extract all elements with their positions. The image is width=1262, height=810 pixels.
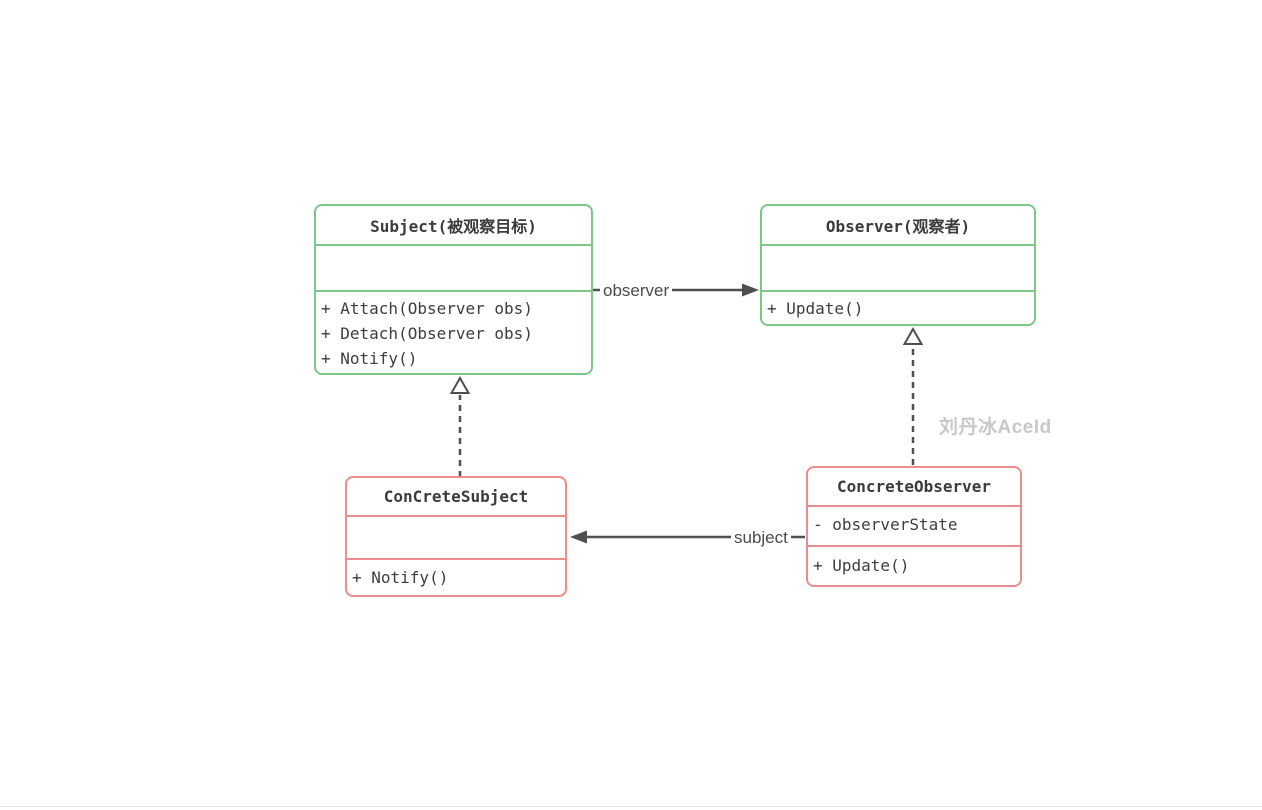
attribute-item: - observerState (813, 515, 958, 534)
method-item: + Update() (813, 556, 910, 575)
watermark-text: 刘丹冰AceId (939, 417, 1052, 438)
attributes-section-concretesubject (347, 517, 565, 560)
method-item: + Attach(Observer obs) (321, 299, 533, 318)
class-box-subject: Subject(被观察目标) + Attach(Observer obs) + … (314, 204, 593, 375)
class-title-observer: Observer(观察者) (762, 206, 1034, 246)
arrowhead-hollow-up (449, 375, 471, 394)
arrowhead-filled-left (570, 530, 587, 544)
arrowhead-filled-right (742, 283, 759, 297)
arrowhead-hollow-up (902, 326, 924, 345)
attributes-section-subject (316, 246, 591, 292)
realization-concreteobserver-observer-edge (902, 326, 924, 465)
methods-section-concreteobserver: + Update() (808, 547, 1020, 585)
methods-section-concretesubject: + Notify() (347, 560, 565, 595)
class-box-concreteobserver: ConcreteObserver - observerState + Updat… (806, 466, 1022, 587)
methods-section-observer: + Update() (762, 292, 1034, 324)
realization-concretesubject-subject-edge (449, 375, 471, 477)
method-item: + Notify() (352, 568, 449, 587)
class-title-concretesubject: ConCreteSubject (347, 478, 565, 517)
class-title-concreteobserver: ConcreteObserver (808, 468, 1020, 507)
class-title-subject: Subject(被观察目标) (316, 206, 591, 246)
footer-divider (0, 806, 1262, 807)
method-item: + Update() (767, 299, 864, 318)
edge-label-observer: observer (600, 281, 673, 301)
class-box-observer: Observer(观察者) + Update() (760, 204, 1036, 326)
methods-section-subject: + Attach(Observer obs) + Detach(Observer… (316, 292, 591, 373)
attributes-section-concreteobserver: - observerState (808, 507, 1020, 547)
attributes-section-observer (762, 246, 1034, 292)
class-box-concretesubject: ConCreteSubject + Notify() (345, 476, 567, 597)
method-item: + Notify() (321, 349, 418, 368)
method-item: + Detach(Observer obs) (321, 324, 533, 343)
edge-label-subject: subject (731, 528, 791, 548)
